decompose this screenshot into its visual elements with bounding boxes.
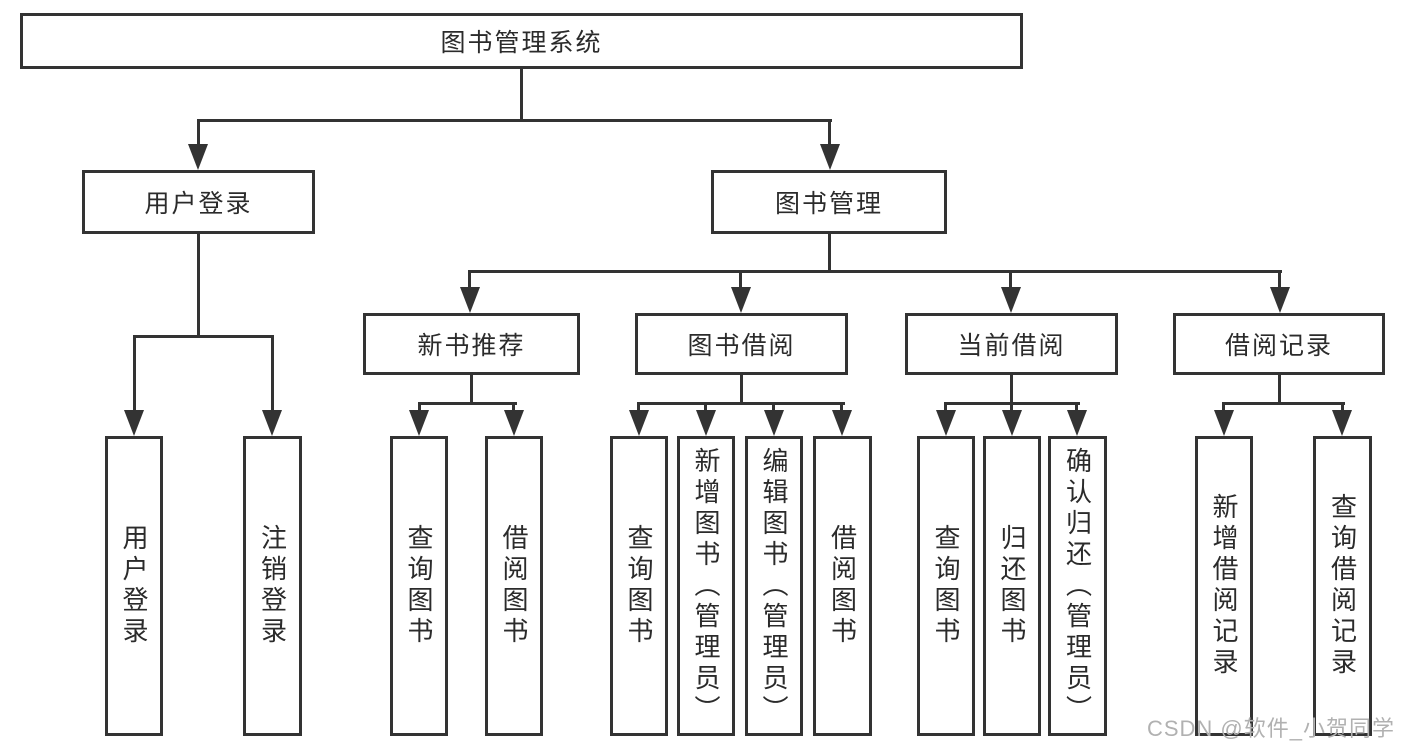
node-login-label: 用户登录	[119, 524, 149, 648]
node-bb-edit-books-label: 编辑图书（管理员）	[759, 446, 789, 726]
node-new-book-rec-label: 新书推荐	[417, 332, 526, 360]
connector-user-login-rail	[133, 335, 274, 338]
node-cb-confirm-return: 确认归还（管理员）	[1048, 436, 1107, 736]
connector-borrow-record-rail	[1222, 402, 1345, 405]
arrowhead-current-borrow	[1001, 287, 1021, 313]
arrowhead-cb-confirm	[1067, 410, 1087, 436]
node-bb-add-books-label: 新增图书（管理员）	[691, 446, 721, 726]
node-rec-borrow-books: 借阅图书	[485, 436, 543, 736]
arrowhead-book-borrow	[731, 287, 751, 313]
node-cb-return-books-label: 归还图书	[997, 524, 1027, 648]
node-bb-add-books: 新增图书（管理员）	[677, 436, 735, 736]
arrowhead-br-add	[1214, 410, 1234, 436]
node-bb-query-books-label: 查询图书	[624, 524, 654, 648]
node-cb-confirm-return-label: 确认归还（管理员）	[1062, 446, 1093, 726]
node-user-login: 用户登录	[82, 170, 315, 234]
connector-current-borrow-drop	[1009, 270, 1012, 289]
arrowhead-cb-return	[1002, 410, 1022, 436]
connector-rec-borrow-drop	[512, 402, 515, 412]
node-br-add-record-label: 新增借阅记录	[1209, 493, 1239, 679]
connector-new-book-rec-stub	[470, 375, 473, 404]
connector-login-drop	[133, 335, 136, 412]
node-bb-borrow-books: 借阅图书	[813, 436, 872, 736]
node-root-label: 图书管理系统	[440, 29, 603, 57]
connector-cb-confirm-drop	[1075, 402, 1078, 412]
node-bb-query-books: 查询图书	[610, 436, 668, 736]
node-logout-label: 注销登录	[257, 524, 288, 648]
connector-cb-return-drop	[1010, 402, 1013, 412]
connector-borrow-record-drop	[1278, 270, 1281, 289]
node-rec-query-books-label: 查询图书	[404, 524, 434, 648]
connector-br-query-drop	[1341, 402, 1344, 412]
connector-logout-drop	[271, 335, 274, 412]
node-br-query-record: 查询借阅记录	[1313, 436, 1372, 736]
node-book-mgmt-label: 图书管理	[774, 190, 883, 218]
connector-bb-query-drop	[637, 402, 640, 412]
connector-book-borrow-drop	[739, 270, 742, 289]
connector-current-borrow-stub	[1010, 375, 1013, 404]
node-user-login-label: 用户登录	[144, 190, 253, 218]
node-br-query-record-label: 查询借阅记录	[1327, 493, 1358, 679]
node-current-borrow-label: 当前借阅	[957, 332, 1066, 360]
node-cb-query-books: 查询图书	[917, 436, 975, 736]
node-book-mgmt: 图书管理	[711, 170, 947, 234]
node-logout: 注销登录	[243, 436, 302, 736]
node-login: 用户登录	[105, 436, 163, 736]
arrowhead-br-query	[1332, 410, 1352, 436]
connector-root-drop-left	[197, 119, 200, 148]
arrowhead-bb-add	[696, 410, 716, 436]
arrowhead-login	[124, 410, 144, 436]
connector-new-book-rec-drop	[468, 270, 471, 289]
connector-bb-edit-drop	[772, 402, 775, 412]
arrowhead-rec-query	[409, 410, 429, 436]
node-cb-return-books: 归还图书	[983, 436, 1041, 736]
connector-book-mgmt-rail	[468, 270, 1282, 273]
node-br-add-record: 新增借阅记录	[1195, 436, 1253, 736]
node-rec-query-books: 查询图书	[390, 436, 448, 736]
connector-br-add-drop	[1222, 402, 1225, 412]
connector-bb-add-drop	[704, 402, 707, 412]
node-rec-borrow-books-label: 借阅图书	[499, 524, 529, 648]
node-book-borrow-label: 图书借阅	[687, 332, 796, 360]
connector-book-borrow-rail	[637, 402, 845, 405]
node-book-borrow: 图书借阅	[635, 313, 848, 375]
node-bb-edit-books: 编辑图书（管理员）	[745, 436, 803, 736]
arrowhead-borrow-record	[1270, 287, 1290, 313]
node-new-book-rec: 新书推荐	[363, 313, 580, 375]
connector-book-mgmt-stub	[828, 234, 831, 272]
arrowhead-rec-borrow	[504, 410, 524, 436]
node-bb-borrow-books-label: 借阅图书	[827, 524, 858, 648]
node-current-borrow: 当前借阅	[905, 313, 1118, 375]
arrowhead-bb-borrow	[832, 410, 852, 436]
csdn-watermark: CSDN @软件_小贺同学	[1146, 716, 1395, 741]
connector-root-drop-right	[828, 119, 831, 148]
connector-root-rail	[197, 119, 832, 122]
connector-user-login-stub	[197, 234, 200, 337]
connector-bb-borrow-drop	[840, 402, 843, 412]
arrowhead-new-book-rec	[460, 287, 480, 313]
connector-new-book-rec-rail	[418, 402, 517, 405]
arrowhead-bb-edit	[764, 410, 784, 436]
connector-root-trunk	[520, 69, 523, 121]
connector-book-borrow-stub	[740, 375, 743, 404]
node-borrow-record: 借阅记录	[1173, 313, 1385, 375]
node-cb-query-books-label: 查询图书	[931, 524, 961, 648]
arrowhead-bb-query	[629, 410, 649, 436]
node-root: 图书管理系统	[20, 13, 1023, 69]
arrowhead-logout	[262, 410, 282, 436]
arrowhead-user-login	[188, 144, 208, 170]
node-borrow-record-label: 借阅记录	[1224, 332, 1333, 360]
connector-rec-query-drop	[418, 402, 421, 412]
connector-borrow-record-stub	[1278, 375, 1281, 404]
connector-cb-query-drop	[944, 402, 947, 412]
arrowhead-cb-query	[936, 410, 956, 436]
arrowhead-book-mgmt	[820, 144, 840, 170]
